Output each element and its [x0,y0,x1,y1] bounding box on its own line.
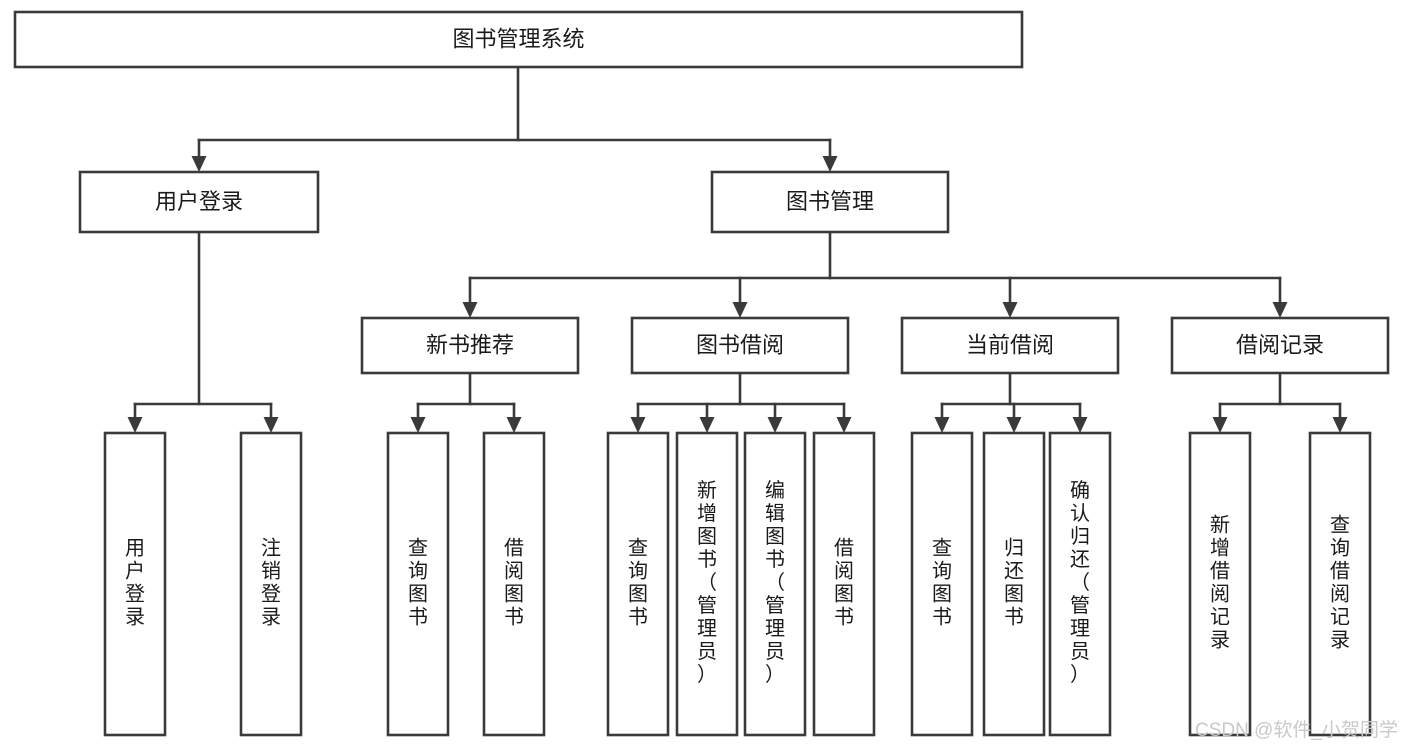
node-new-book-recommend[interactable]: 新书推荐 [360,316,580,375]
arrow-head-current-to-leaf1 [934,417,950,433]
node-label-book-manage: 图书管理 [786,189,874,214]
node-box-leaf-user-logout [239,431,303,737]
node-label-leaf-return-book: 归还图书 [1004,537,1024,629]
node-box-leaf-confirm-return [1048,431,1112,737]
arrow-head-book-manage-to-l2-2 [732,302,748,318]
node-leaf-borrow-book-2[interactable]: 借阅图书 [812,431,876,737]
node-box-new-book-recommend [360,316,580,375]
node-box-leaf-return-book [982,431,1046,737]
node-box-root [13,10,1024,69]
node-box-current-borrow [900,316,1120,375]
node-leaf-query-book-1[interactable]: 查询图书 [386,431,450,737]
node-box-leaf-query-record [1308,431,1372,737]
arrow-head-root-to-user-login [191,156,207,172]
node-leaf-edit-book[interactable]: 编辑图书（管理员） [743,431,807,737]
node-user-login[interactable]: 用户登录 [78,170,320,234]
node-box-borrow-record [1170,316,1390,375]
node-label-current-borrow: 当前借阅 [966,332,1054,357]
node-leaf-query-book-3[interactable]: 查询图书 [910,431,974,737]
node-label-leaf-add-record: 新增借阅记录 [1210,514,1230,652]
node-box-leaf-edit-book [743,431,807,737]
arrow-head-book-manage-to-l2-3 [1002,302,1018,318]
node-leaf-query-record[interactable]: 查询借阅记录 [1308,431,1372,737]
node-leaf-user-login[interactable]: 用户登录 [103,431,167,737]
node-current-borrow[interactable]: 当前借阅 [900,316,1120,375]
arrow-head-user-login-to-leaf1 [127,417,143,433]
csdn-watermark: CSDN @软件_小贺同学 [1195,719,1398,741]
arrow-head-book-manage-to-l2-4 [1272,302,1288,318]
node-book-borrow[interactable]: 图书借阅 [630,316,850,375]
node-label-borrow-record: 借阅记录 [1236,332,1324,357]
node-box-leaf-query-book-3 [910,431,974,737]
node-label-leaf-borrow-book-1: 借阅图书 [504,537,524,629]
node-leaf-user-logout[interactable]: 注销登录 [239,431,303,737]
node-box-leaf-borrow-book-2 [812,431,876,737]
node-borrow-record[interactable]: 借阅记录 [1170,316,1390,375]
node-label-leaf-query-book-3: 查询图书 [932,537,952,629]
node-leaf-confirm-return[interactable]: 确认归还（管理员） [1048,431,1112,737]
node-label-new-book-recommend: 新书推荐 [426,332,514,357]
node-label-root: 图书管理系统 [452,26,584,51]
node-box-leaf-query-book-1 [386,431,450,737]
node-label-leaf-user-login: 用户登录 [125,538,145,629]
node-box-leaf-add-book [675,431,739,737]
node-box-book-borrow [630,316,850,375]
node-box-book-manage [710,170,950,234]
node-label-leaf-add-book: 新增图书（管理员） [697,479,717,686]
connector-layer [127,65,1348,433]
node-label-leaf-query-book-2: 查询图书 [628,537,648,629]
arrow-head-book-manage-to-l2-1 [462,302,478,318]
arrow-head-recommend-to-leaf1 [410,417,426,433]
node-leaf-add-record[interactable]: 新增借阅记录 [1188,431,1252,737]
node-label-book-borrow: 图书借阅 [696,332,784,357]
node-label-leaf-query-book-1: 查询图书 [408,537,428,629]
node-label-user-login: 用户登录 [155,189,243,214]
node-leaf-add-book[interactable]: 新增图书（管理员） [675,431,739,737]
arrow-head-borrow-to-leaf1 [630,417,646,433]
node-leaf-return-book[interactable]: 归还图书 [982,431,1046,737]
node-root[interactable]: 图书管理系统 [13,10,1024,69]
node-label-leaf-confirm-return: 确认归还（管理员） [1070,479,1090,686]
node-label-leaf-borrow-book-2: 借阅图书 [834,537,854,629]
node-leaf-borrow-book-1[interactable]: 借阅图书 [482,431,546,737]
arrow-head-user-login-to-leaf2 [263,417,279,433]
node-box-leaf-query-book-2 [606,431,670,737]
node-box-user-login [78,170,320,234]
node-box-leaf-borrow-book-1 [482,431,546,737]
node-label-leaf-edit-book: 编辑图书（管理员） [765,479,785,686]
node-label-leaf-query-record: 查询借阅记录 [1330,514,1350,652]
node-box-leaf-add-record [1188,431,1252,737]
arrow-head-current-to-leaf2 [1006,417,1022,433]
arrow-head-recommend-to-leaf2 [506,417,522,433]
arrow-head-record-to-leaf1 [1212,417,1228,433]
node-book-manage[interactable]: 图书管理 [710,170,950,234]
arrow-head-borrow-to-leaf4 [836,417,852,433]
arrow-head-borrow-to-leaf3 [767,417,783,433]
node-box-leaf-user-login [103,431,167,737]
arrow-head-root-to-book-manage [822,156,838,172]
arrow-head-record-to-leaf2 [1332,417,1348,433]
node-label-leaf-user-logout: 注销登录 [261,537,281,629]
arrow-head-current-to-leaf3 [1072,417,1088,433]
node-leaf-query-book-2[interactable]: 查询图书 [606,431,670,737]
arrow-head-borrow-to-leaf2 [699,417,715,433]
node-layer: 图书管理系统用户登录图书管理新书推荐图书借阅当前借阅借阅记录用户登录注销登录查询… [13,10,1390,737]
